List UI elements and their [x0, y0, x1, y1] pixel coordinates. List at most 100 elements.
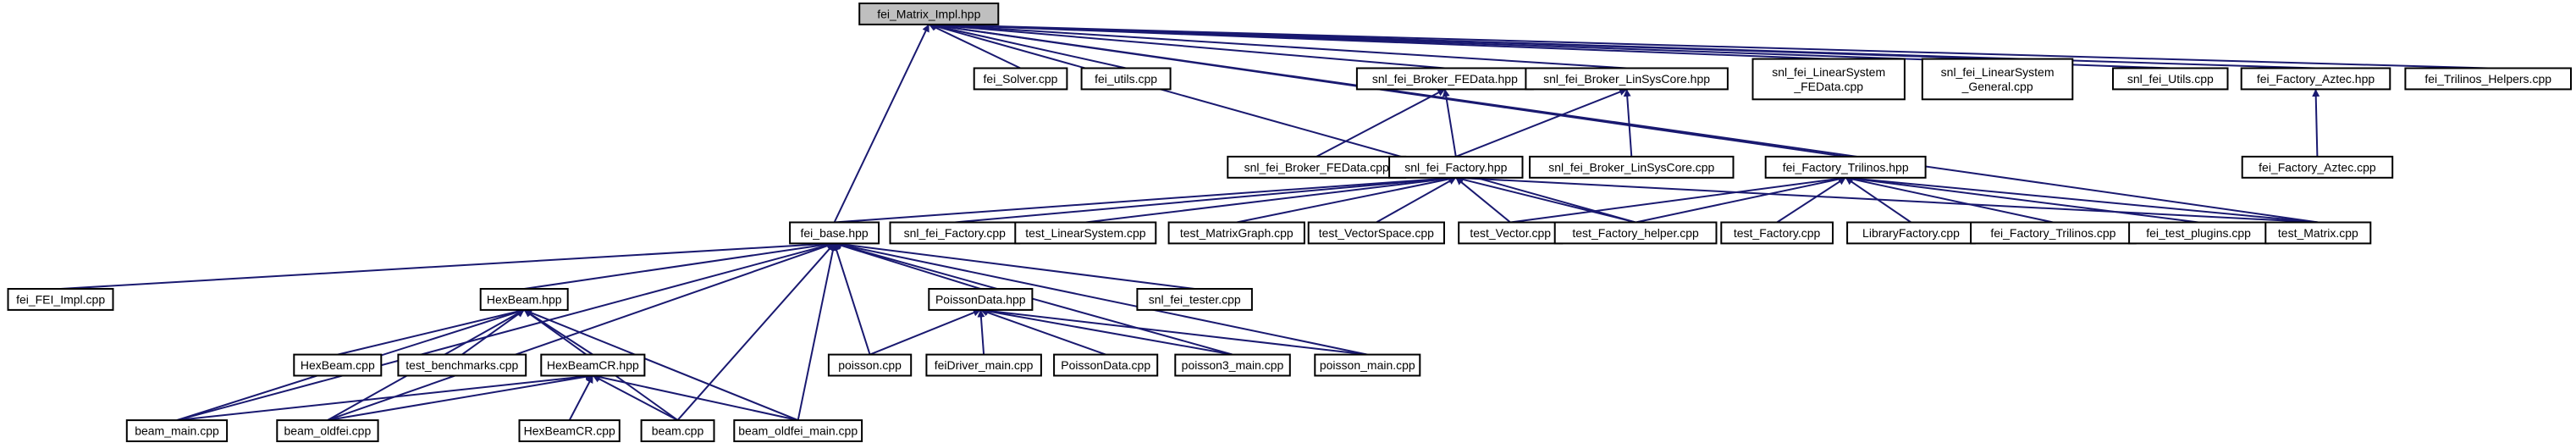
node-fei-fei-impl-cpp[interactable]: fei_FEI_Impl.cpp: [7, 288, 114, 311]
node-poisson3-main-cpp[interactable]: poisson3_main.cpp: [1174, 353, 1291, 377]
node-label: PoissonData.cpp: [1061, 358, 1150, 372]
node-box: [2264, 221, 2372, 245]
node-label: fei_Solver.cpp: [984, 72, 1058, 86]
node-box: [928, 288, 1034, 311]
node-fei-matrix-impl-hpp[interactable]: fei_Matrix_Impl.hpp: [858, 3, 1000, 25]
node-box: [397, 353, 527, 377]
node-test-linearsystem-cpp[interactable]: test_LinearSystem.cpp: [1014, 221, 1157, 245]
node-box: [1529, 155, 1735, 179]
node-fei-solver-cpp[interactable]: fei_Solver.cpp: [973, 67, 1068, 91]
node-hexbeam-cpp[interactable]: HexBeam.cpp: [293, 353, 383, 377]
edge-beam-oldfei-main-cpp-to-hexbeam-hpp: [523, 308, 799, 422]
node-fei-base-hpp[interactable]: fei_base.hpp: [789, 221, 880, 245]
node-fei-utils-cpp[interactable]: fei_utils.cpp: [1080, 67, 1172, 91]
edge-snl-fei-broker-fedata-hpp-to-fei-matrix-impl-hpp: [928, 21, 1445, 69]
node-test-benchmarks-cpp[interactable]: test_benchmarks.cpp: [397, 353, 527, 377]
node-poisson-main-cpp[interactable]: poisson_main.cpp: [1314, 353, 1421, 377]
edge-beam-oldfei-cpp-to-fei-base-hpp: [327, 241, 836, 422]
node-test-vectorspace-cpp[interactable]: test_VectorSpace.cpp: [1307, 221, 1445, 245]
node-label: snl_fei_LinearSystem: [1772, 65, 1885, 79]
edge-test-factory-helper-cpp-to-fei-factory-trilinos-hpp: [1635, 175, 1846, 224]
node-box: [1458, 221, 1564, 245]
node-label: HexBeamCR.hpp: [547, 358, 639, 372]
node-poisson-cpp[interactable]: poisson.cpp: [827, 353, 913, 377]
node-test-matrix-cpp[interactable]: test_Matrix.cpp: [2264, 221, 2372, 245]
node-box: [1751, 58, 1906, 101]
node-snl-fei-broker-linsyscore-cpp[interactable]: snl_fei_Broker_LinSysCore.cpp: [1529, 155, 1735, 179]
node-box: [1921, 58, 2074, 101]
edge-fei-base-hpp-to-snl-fei-factory-hpp: [834, 174, 1457, 224]
nodes-layer: fei_Matrix_Impl.hpp fei_Solver.cpp fei_uti…: [7, 3, 2572, 443]
node-snl-fei-utils-cpp[interactable]: snl_fei_Utils.cpp: [2112, 67, 2229, 91]
node-snl-fei-linearsystem-fedata-cpp[interactable]: snl_fei_LinearSystem_FEData.cpp: [1751, 58, 1906, 101]
node-box: [640, 419, 715, 443]
edge-poissondata-cpp-to-poissondata-hpp: [979, 308, 1106, 356]
node-snl-fei-factory-hpp[interactable]: snl_fei_Factory.hpp: [1388, 155, 1524, 179]
edge-beam-main-cpp-to-hexbeamcr-hpp: [176, 372, 593, 422]
node-beam-main-cpp[interactable]: beam_main.cpp: [125, 419, 229, 443]
node-fei-test-plugins-cpp[interactable]: fei_test_plugins.cpp: [2128, 221, 2270, 245]
node-fei-factory-aztec-hpp[interactable]: fei_Factory_Aztec.hpp: [2240, 67, 2391, 91]
node-snl-fei-tester-cpp[interactable]: snl_fei_tester.cpp: [1136, 288, 1253, 311]
node-label: snl_fei_Broker_FEData.hpp: [1372, 72, 1518, 86]
node-snl-fei-linearsystem-general-cpp[interactable]: snl_fei_LinearSystem_General.cpp: [1921, 58, 2074, 101]
node-test-factory-cpp[interactable]: test_Factory.cpp: [1720, 221, 1834, 245]
edge-poisson3-main-cpp-to-poissondata-hpp: [979, 307, 1233, 356]
node-beam-cpp[interactable]: beam.cpp: [640, 419, 715, 443]
node-fei-trilinos-helpers-cpp[interactable]: fei_Trilinos_Helpers.cpp: [2404, 67, 2572, 91]
node-box: [1167, 221, 1305, 245]
node-hexbeamcr-hpp[interactable]: HexBeamCR.hpp: [540, 353, 646, 377]
edge-fei-fei-impl-cpp-to-fei-base-hpp: [60, 240, 836, 290]
edge-fei-utils-cpp-to-fei-matrix-impl-hpp: [928, 22, 1127, 69]
node-label: fei_Factory_Trilinos.hpp: [1783, 160, 1909, 174]
node-test-factory-helper-cpp[interactable]: test_Factory_helper.cpp: [1553, 221, 1718, 245]
node-test-vector-cpp[interactable]: test_Vector.cpp: [1458, 221, 1564, 245]
node-poissondata-cpp[interactable]: PoissonData.cpp: [1053, 353, 1159, 377]
edge-test-vectorspace-cpp-to-snl-fei-factory-hpp: [1376, 176, 1457, 224]
node-fei-factory-trilinos-hpp[interactable]: fei_Factory_Trilinos.hpp: [1764, 155, 1927, 179]
edge-test-matrixgraph-cpp-to-snl-fei-factory-hpp: [1236, 175, 1457, 224]
edge-test-factory-helper-cpp-to-fei-matrix-impl-hpp: [928, 22, 1636, 224]
node-fei-factory-aztec-cpp[interactable]: fei_Factory_Aztec.cpp: [2241, 155, 2394, 179]
node-box: [1720, 221, 1834, 245]
node-box: [1846, 221, 1976, 245]
node-label: poisson3_main.cpp: [1182, 358, 1284, 372]
node-label: snl_fei_Factory.cpp: [904, 226, 1007, 240]
edge-poisson3-main-cpp-to-fei-base-hpp: [834, 241, 1233, 356]
node-label: test_Matrix.cpp: [2278, 226, 2358, 240]
node-label: snl_fei_Broker_FEData.cpp: [1244, 160, 1389, 174]
node-test-matrixgraph-cpp[interactable]: test_MatrixGraph.cpp: [1167, 221, 1305, 245]
edge-beam-oldfei-main-cpp-to-fei-base-hpp: [797, 242, 837, 421]
node-label: PoissonData.hpp: [935, 293, 1026, 307]
edge-test-factory-cpp-to-fei-factory-trilinos-hpp: [1776, 176, 1846, 224]
node-snl-fei-broker-linsyscore-hpp[interactable]: snl_fei_Broker_LinSysCore.hpp: [1525, 67, 1729, 91]
node-fei-factory-trilinos-cpp[interactable]: fei_Factory_Trilinos.cpp: [1970, 221, 2137, 245]
node-beam-oldfei-main-cpp[interactable]: beam_oldfei_main.cpp: [733, 419, 863, 443]
node-box: [1355, 67, 1534, 91]
node-poissondata-hpp[interactable]: PoissonData.hpp: [928, 288, 1034, 311]
edge-fei-solver-cpp-to-fei-matrix-impl-hpp: [928, 23, 1021, 69]
node-box: [1525, 67, 1729, 91]
node-hexbeamcr-cpp[interactable]: HexBeamCR.cpp: [518, 419, 621, 443]
edge-fei-factory-aztec-cpp-to-fei-factory-aztec-hpp: [2312, 88, 2320, 157]
node-label: beam_main.cpp: [135, 424, 219, 438]
node-snl-fei-broker-fedata-cpp[interactable]: snl_fei_Broker_FEData.cpp: [1227, 155, 1407, 179]
node-label: HexBeam.cpp: [301, 358, 375, 372]
edge-poisson-main-cpp-to-fei-base-hpp: [834, 241, 1368, 356]
node-hexbeam-hpp[interactable]: HexBeam.hpp: [479, 288, 569, 311]
node-label: poisson.cpp: [838, 358, 902, 372]
edge-hexbeamcr-cpp-to-hexbeamcr-hpp: [568, 374, 594, 421]
node-snl-fei-broker-fedata-hpp[interactable]: snl_fei_Broker_FEData.hpp: [1355, 67, 1534, 91]
node-snl-fei-factory-cpp[interactable]: snl_fei_Factory.cpp: [889, 221, 1021, 245]
node-feidriver-main-cpp[interactable]: feiDriver_main.cpp: [925, 353, 1042, 377]
node-libraryfactory-cpp[interactable]: LibraryFactory.cpp: [1846, 221, 1976, 245]
edge-snl-fei-broker-fedata-cpp-to-snl-fei-broker-fedata-hpp: [1316, 88, 1446, 158]
edge-hexbeam-cpp-to-hexbeam-hpp: [337, 307, 525, 356]
node-box: [1227, 155, 1407, 179]
node-box: [1136, 288, 1253, 311]
node-label: fei_utils.cpp: [1095, 72, 1157, 86]
node-label: snl_fei_Utils.cpp: [2127, 72, 2214, 86]
node-beam-oldfei-cpp[interactable]: beam_oldfei.cpp: [276, 419, 379, 443]
node-box: [7, 288, 114, 311]
node-box: [1388, 155, 1524, 179]
